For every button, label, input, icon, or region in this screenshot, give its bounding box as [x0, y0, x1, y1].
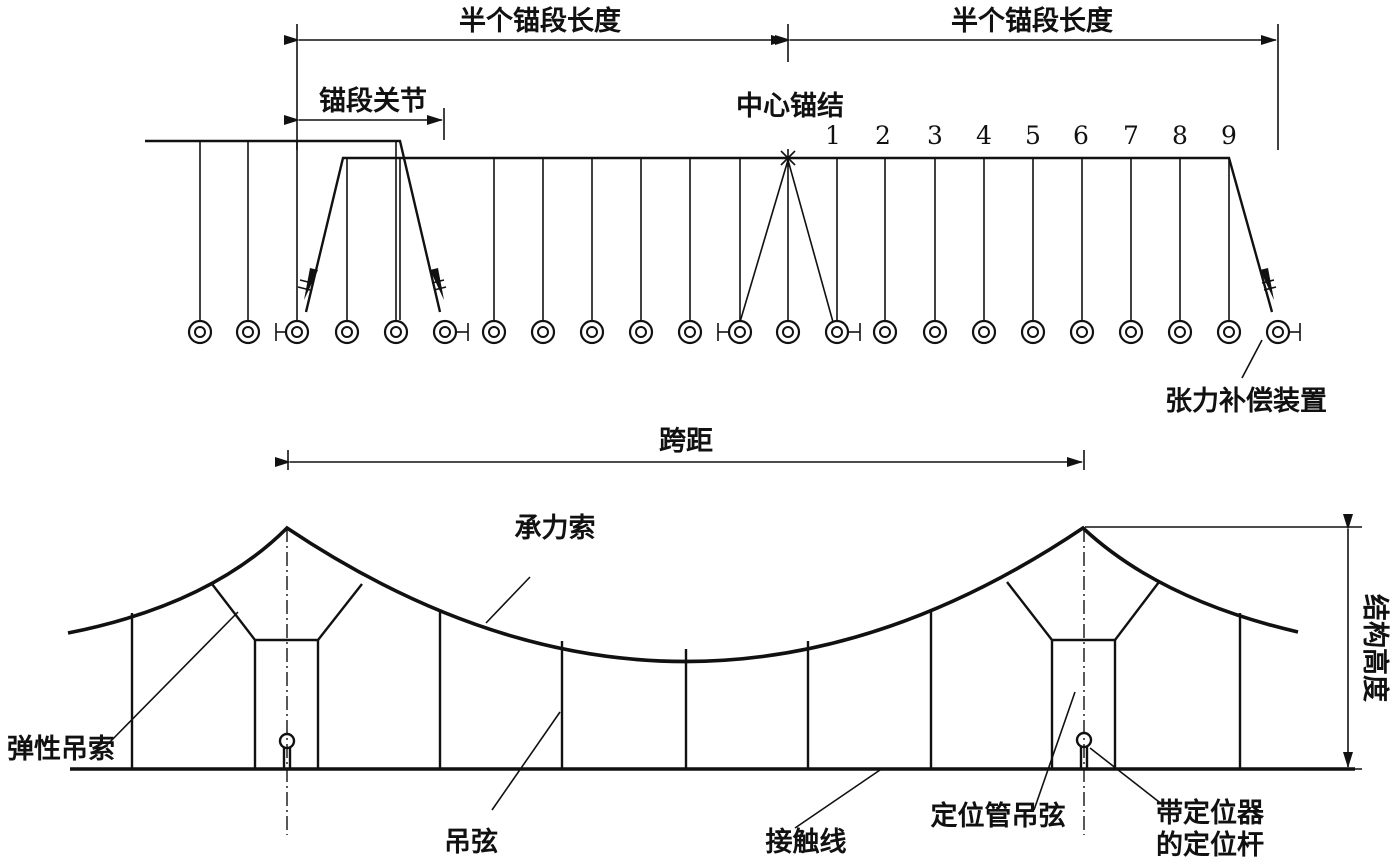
mast-icon: [383, 319, 409, 345]
masts-group: [187, 319, 1291, 345]
mast-icon: [1265, 319, 1291, 345]
span-label: 跨距: [659, 426, 713, 457]
old-section-wire: [145, 139, 442, 313]
elastic-dropper-left: [211, 583, 363, 642]
mast-icon: [628, 319, 654, 345]
span-number-label: 2: [875, 121, 891, 150]
span-number-label: 4: [976, 121, 992, 150]
registration-dropper-label: 定位管吊弦: [931, 800, 1066, 832]
span-numbers: 1 2 3 4 5 6 7 8 9: [825, 121, 1237, 150]
mast-icon: [235, 319, 261, 345]
elastic-dropper-right: [1006, 581, 1160, 642]
contact-wire-label: 接触线: [766, 827, 847, 858]
steady-arm-label-line2: 的定位杆: [1156, 829, 1264, 861]
span-number-label: 7: [1123, 121, 1139, 150]
center-anchor-label: 中心锚结: [736, 91, 844, 122]
mast-icon: [1167, 319, 1193, 345]
span-number-label: 6: [1073, 121, 1089, 150]
center-anchor-left-line: [739, 159, 789, 323]
anchor-mast-marks: [275, 323, 1301, 341]
registration-dropper-leader: [1033, 691, 1076, 811]
dropper-label: 吊弦: [444, 827, 498, 858]
center-anchor-right-line: [787, 159, 834, 323]
half-length-left-label: 半个锚段长度: [459, 5, 621, 37]
half-length-right-label: 半个锚段长度: [951, 5, 1113, 37]
steady-arm-label-line1: 带定位器: [1156, 797, 1265, 829]
mast-icon: [1118, 319, 1144, 345]
structure-height-label: 结构高度: [1359, 594, 1390, 702]
mast-icon: [530, 319, 556, 345]
catenary-wire: [67, 525, 1299, 664]
catenary-wire-label: 承力索: [515, 513, 596, 544]
mast-icon: [922, 319, 948, 345]
steady-arm-leader: [1089, 747, 1164, 806]
mast-icon: [284, 319, 310, 345]
mast-icon: [432, 319, 458, 345]
span-diagram: 跨距 结构高度: [7, 426, 1390, 861]
span-number-label: 8: [1172, 121, 1188, 150]
span-droppers: [130, 610, 1242, 769]
main-section-wire: [304, 156, 1274, 313]
mast-icon: [1069, 319, 1095, 345]
mast-icon: [971, 319, 997, 345]
mast-icon: [677, 319, 703, 345]
span-number-label: 1: [825, 121, 841, 150]
mast-icon: [1216, 319, 1242, 345]
insulator-marks-icon: [297, 279, 1277, 291]
anchor-joint-label: 锚段关节: [319, 86, 427, 117]
mast-icon: [824, 319, 850, 345]
dropper-leader: [491, 711, 561, 811]
steady-arm-right-icon: [1075, 731, 1093, 769]
tension-arrow-right-icon: [1260, 268, 1274, 300]
span-number-label: 3: [927, 121, 943, 150]
mast-icon: [872, 319, 898, 345]
mast-icon: [334, 319, 360, 345]
anchor-section-diagram: 半个锚段长度 半个锚段长度 锚段关节 中心锚结 1 2 3 4 5 6 7 8 9 张力补偿装置: [145, 5, 1327, 417]
elastic-dropper-label: 弹性吊索: [7, 734, 115, 765]
mast-icon: [1020, 319, 1046, 345]
span-number-label: 5: [1025, 121, 1041, 150]
droppers-group: [199, 141, 1230, 320]
tension-arrow-joint-icon: [430, 268, 444, 300]
span-number-label: 9: [1221, 121, 1237, 150]
mast-icon: [775, 319, 801, 345]
mast-icon: [481, 319, 507, 345]
mast-icon: [579, 319, 605, 345]
tension-arrow-left-icon: [304, 268, 318, 300]
tension-device-label: 张力补偿装置: [1165, 386, 1327, 417]
contact-wire-leader: [794, 769, 881, 829]
catenary-wire-leader: [485, 576, 531, 624]
steady-arm-left-icon: [278, 732, 296, 769]
mast-icon: [187, 319, 213, 345]
mast-icon: [727, 319, 753, 345]
elastic-dropper-leader: [104, 611, 239, 748]
tension-device-leader: [1241, 339, 1263, 379]
